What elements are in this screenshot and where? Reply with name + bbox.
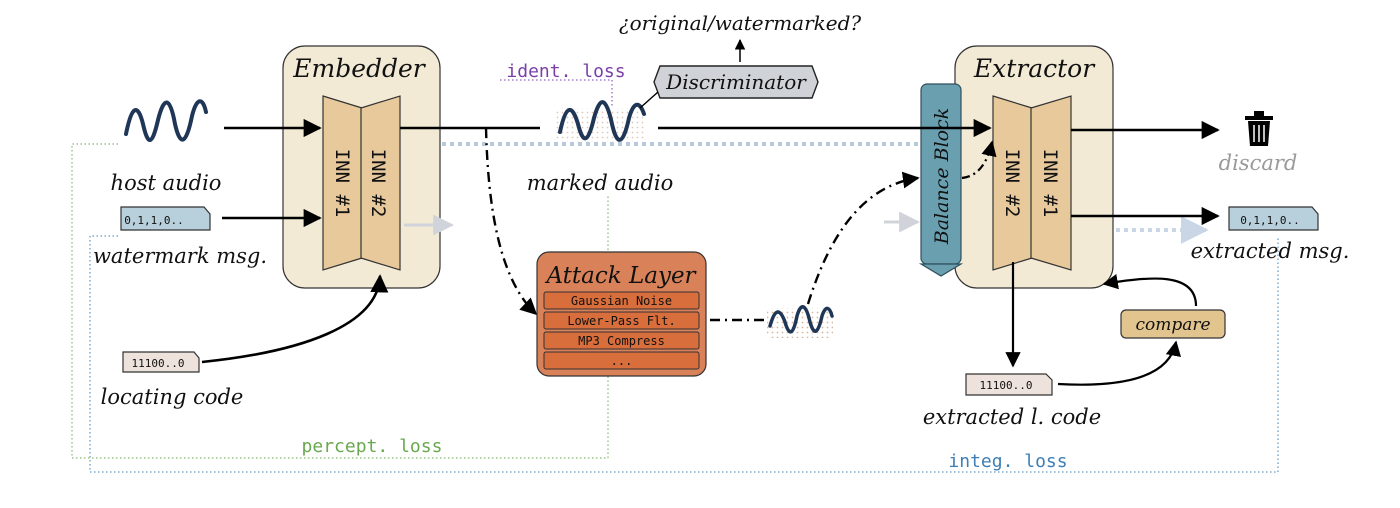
extracted-code-box [965, 373, 1053, 396]
extracted-msg-label: extracted msg. [1191, 239, 1350, 263]
attack-item-label: Lower-Pass Flt. [567, 314, 675, 328]
discriminator-box [653, 65, 819, 99]
ident-loss-line [500, 79, 613, 106]
watermark-msg-value: 0,1,1,0.. [124, 214, 184, 227]
percept-loss-loop [71, 143, 609, 459]
marked-audio-wave-icon [558, 100, 646, 142]
locating-code-label: locating code [101, 385, 244, 409]
extractor-inn1-block [1030, 95, 1072, 271]
attack-item-box [543, 331, 700, 350]
embedder-title: Embedder [292, 54, 427, 83]
host-audio-wave-icon [124, 99, 208, 142]
attack-item-box [543, 311, 700, 330]
extractor-inn1-label: INN #1 [1039, 149, 1061, 218]
integ-loss-label: integ. loss [948, 451, 1067, 472]
extracted-msg-box [1228, 206, 1319, 231]
compare-box [1120, 309, 1226, 339]
embedder-inn1-label: INN #1 [331, 149, 353, 218]
trash-icon [1245, 111, 1273, 146]
attacked-audio-wave-icon [768, 305, 834, 334]
compare-to-extractor-arrow [1102, 274, 1198, 307]
marked-audio-label: marked audio [527, 171, 674, 195]
watermark-msg-box [120, 206, 211, 231]
percept-loss-label: percept. loss [302, 436, 443, 457]
balance-block-cap [918, 263, 964, 277]
watermark-msg-label: watermark msg. [93, 244, 267, 268]
discriminator-label: Discriminator [665, 70, 807, 94]
code-to-compare-arrow [1057, 340, 1181, 386]
compare-label: compare [1135, 315, 1210, 335]
extractor-title: Extractor [973, 54, 1096, 83]
integ-loss-loop [89, 235, 1279, 473]
extracted-code-label: extracted l. code [923, 405, 1101, 429]
locating-code-arrow [201, 274, 389, 364]
extracted-msg-value: 0,1,1,0.. [1240, 214, 1300, 227]
balance-to-inn-dashdot-arrow [961, 140, 997, 180]
attack-input-dashdot-arrow [484, 127, 538, 316]
attack-layer-title: Attack Layer [544, 263, 697, 289]
extracted-code-value: 11100..0 [980, 379, 1033, 392]
extractor-inn2-label: INN #2 [1001, 149, 1023, 218]
attack-item-label: ... [611, 354, 633, 368]
embedder-inn2-label: INN #2 [367, 149, 389, 218]
attack-item-label: MP3 Compress [578, 334, 665, 348]
marked-audio-to-discriminator [639, 91, 659, 109]
discriminator-question: ¿original/watermarked? [619, 11, 862, 35]
ident-loss-label: ident. loss [506, 61, 625, 82]
attacked-to-balance-dashdot-arrow [806, 171, 920, 305]
locating-code-box [122, 351, 200, 373]
attack-item-box [543, 291, 700, 310]
host-audio-label: host audio [111, 171, 222, 195]
locating-code-value: 11100..0 [132, 357, 185, 370]
embedder-inn2-block [360, 95, 401, 271]
attack-item-box [543, 351, 700, 370]
attack-item-label: Gaussian Noise [571, 294, 672, 308]
discard-label: discard [1219, 151, 1298, 175]
marked-audio-noise-patch [556, 108, 644, 142]
balance-block-label: Balance Block [931, 108, 953, 246]
